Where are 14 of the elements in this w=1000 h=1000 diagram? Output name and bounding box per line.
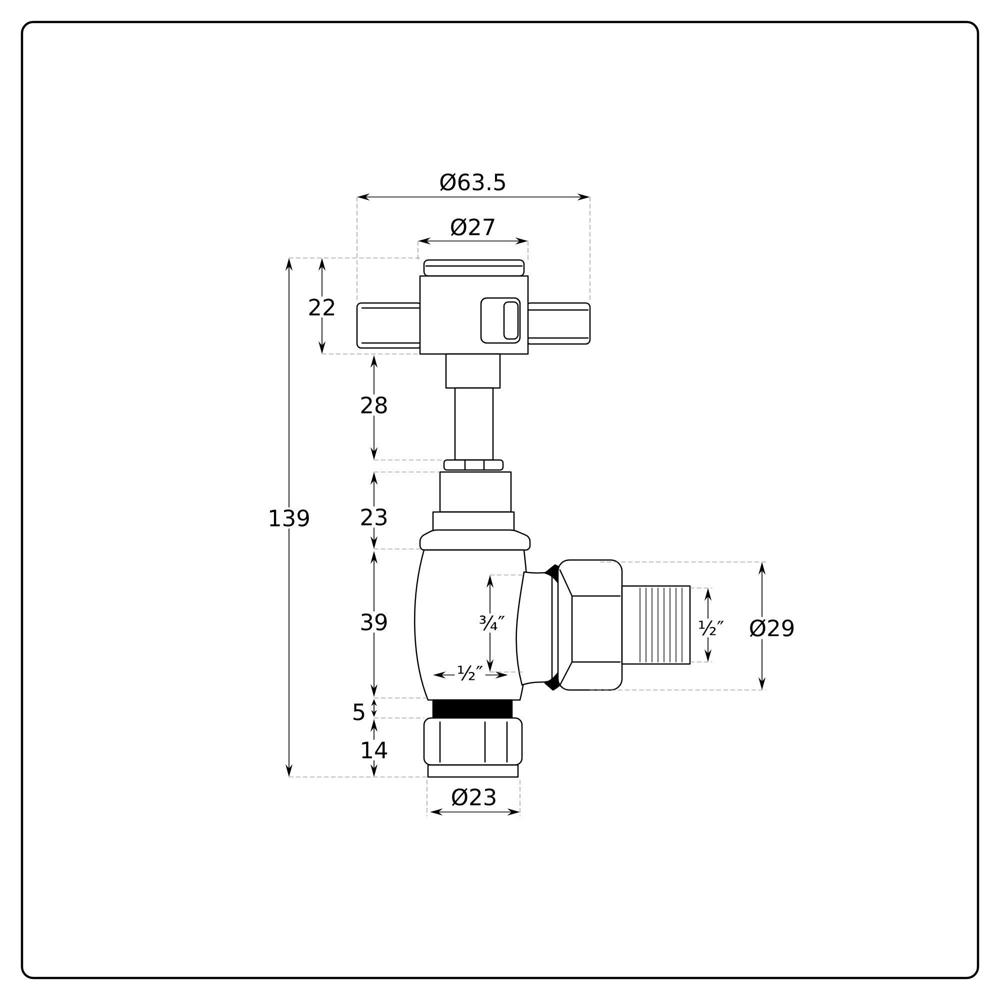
dimension-label: 23 (358, 506, 390, 528)
dimension-label: 139 (265, 507, 313, 529)
dimension-label: 28 (358, 394, 390, 416)
dimension-label: 39 (358, 611, 390, 633)
dimension-label: ½″ (696, 618, 726, 638)
dimension-label: ¾″ (476, 613, 508, 633)
dimension-label: Ø27 (448, 216, 498, 238)
dimension-label: Ø29 (746, 616, 798, 640)
dimension-label: 5 (350, 702, 368, 722)
dimension-label: Ø63.5 (437, 170, 510, 194)
dimension-label: ½″ (454, 663, 486, 683)
dimension-label: Ø23 (448, 786, 500, 808)
dimension-label: 14 (358, 740, 390, 760)
dimension-label: 22 (306, 296, 338, 318)
